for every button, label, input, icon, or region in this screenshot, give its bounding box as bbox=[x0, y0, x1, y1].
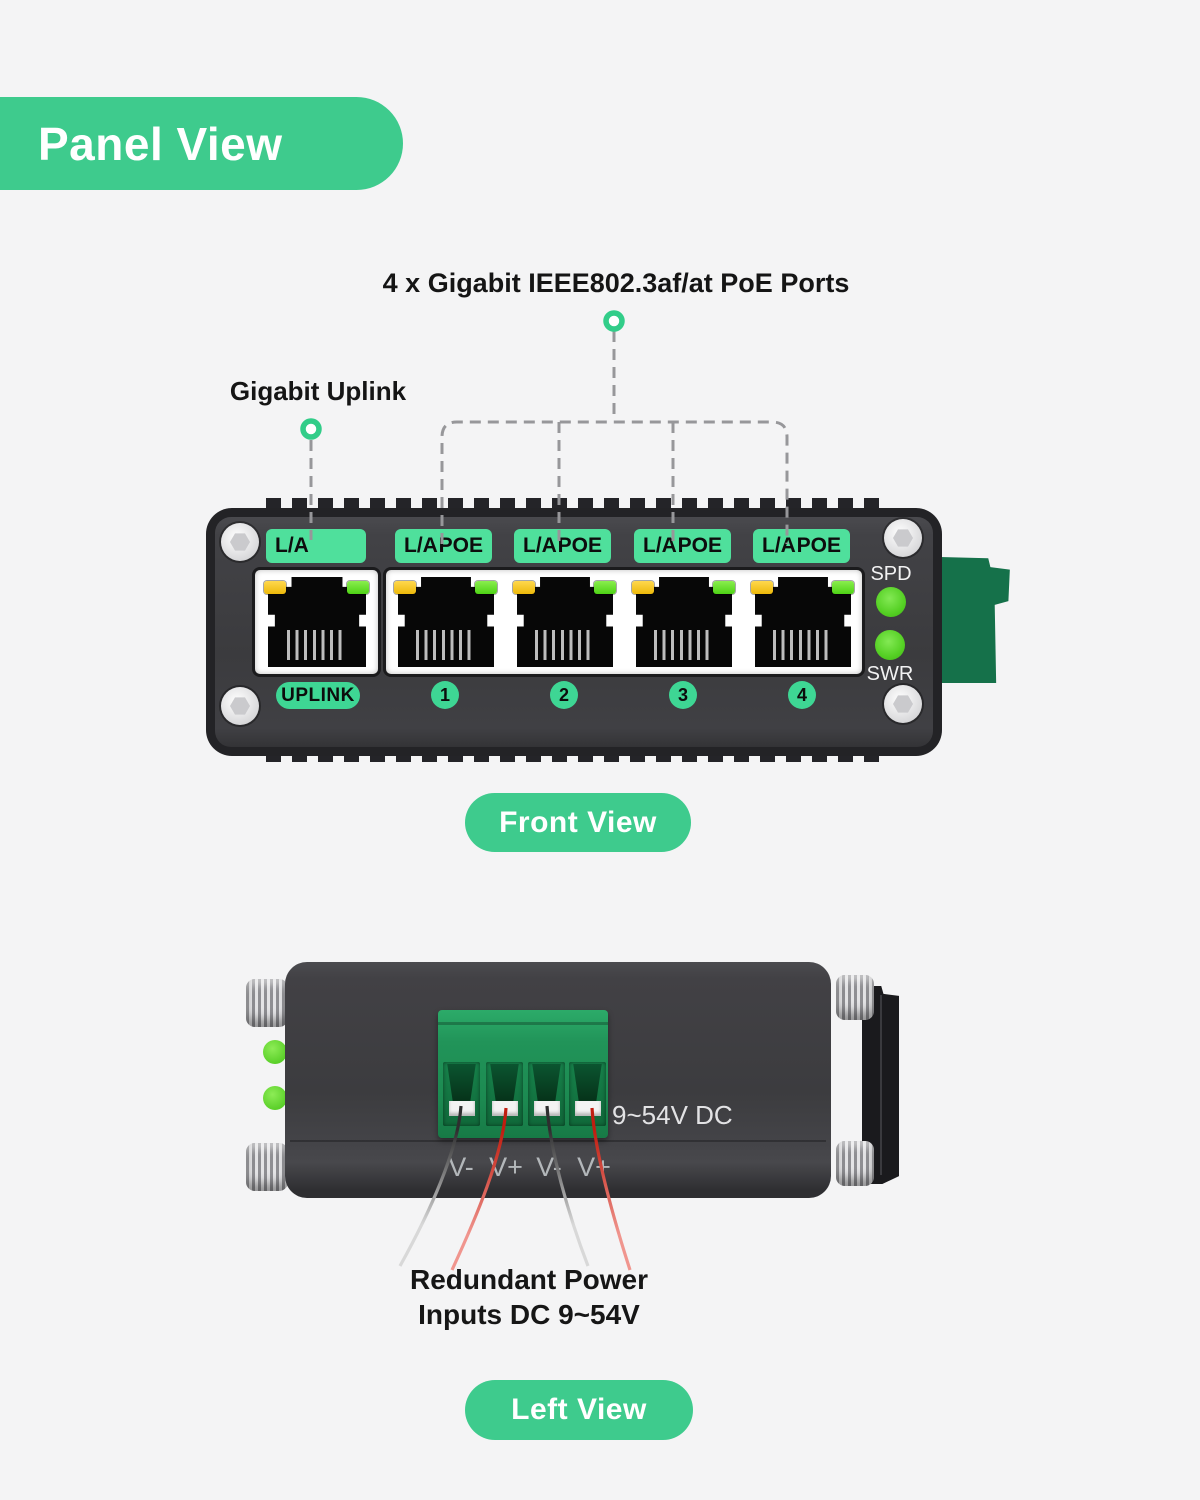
hex-socket-icon bbox=[893, 695, 913, 713]
hex-screw-icon bbox=[221, 687, 259, 725]
uplink-link-led-yellow bbox=[264, 581, 286, 594]
terminal-contact bbox=[574, 1101, 601, 1116]
uplink-annotation: Gigabit Uplink bbox=[229, 376, 407, 406]
uplink-la-label: L/A bbox=[275, 534, 309, 557]
hex-socket-icon bbox=[893, 529, 913, 547]
port2-la-label: L/A bbox=[523, 534, 557, 557]
port2-poe-label: POE bbox=[557, 534, 602, 557]
port2-poe-led-green bbox=[594, 581, 616, 594]
port2-link-led-yellow bbox=[513, 581, 535, 594]
port1-poe-led-green bbox=[475, 581, 497, 594]
hex-socket-icon bbox=[230, 533, 250, 551]
terminal-hole bbox=[447, 1064, 476, 1102]
terminal-hole bbox=[490, 1064, 519, 1102]
swr-led-icon bbox=[875, 630, 905, 660]
port4-label-strip: L/A POE bbox=[753, 529, 850, 563]
redundant-power-note-line1: Redundant Power bbox=[409, 1264, 648, 1295]
uplink-port-badge: UPLINK bbox=[276, 682, 360, 709]
terminal-slot-4 bbox=[569, 1062, 606, 1126]
port4-poe-label: POE bbox=[796, 534, 841, 557]
terminal-hole bbox=[573, 1064, 602, 1102]
hex-screw-icon bbox=[884, 685, 922, 723]
panel-view-badge-label: Panel View bbox=[38, 117, 283, 170]
redundant-power-note-line2: Inputs DC 9~54V bbox=[418, 1299, 640, 1330]
left-view-caption: Left View bbox=[511, 1393, 647, 1426]
uplink-port-badge-label: UPLINK bbox=[281, 684, 355, 706]
rj45-pins bbox=[654, 630, 714, 660]
port3-poe-label: POE bbox=[677, 534, 722, 557]
port2-number: 2 bbox=[558, 684, 569, 705]
terminal-slot-1 bbox=[443, 1062, 480, 1126]
spd-led-icon bbox=[876, 587, 906, 617]
port3-link-led-yellow bbox=[632, 581, 654, 594]
knurled-screw-icon bbox=[836, 975, 874, 1020]
dc-voltage-label: 9~54V DC bbox=[612, 1100, 733, 1130]
port3-la-label: L/A bbox=[643, 534, 677, 557]
terminal-slot-3 bbox=[528, 1062, 565, 1126]
swr-led-label: SWR bbox=[866, 663, 914, 685]
front-view-caption-pill: Front View bbox=[465, 793, 691, 852]
port1-link-led-yellow bbox=[394, 581, 416, 594]
terminal-hole bbox=[532, 1064, 561, 1102]
terminal-block-seam bbox=[438, 1022, 608, 1025]
knurled-screw-icon bbox=[836, 1141, 874, 1186]
annotation-dot-icon bbox=[300, 418, 322, 440]
terminal-slot-2 bbox=[486, 1062, 523, 1126]
hex-socket-icon bbox=[230, 697, 250, 715]
port1-number: 1 bbox=[439, 684, 450, 705]
rj45-pins bbox=[535, 630, 595, 660]
terminal-contact bbox=[491, 1101, 518, 1116]
front-view-caption: Front View bbox=[499, 805, 657, 839]
hex-screw-icon bbox=[221, 523, 259, 561]
uplink-label-strip: L/A bbox=[266, 529, 366, 563]
led-bump-icon bbox=[263, 1086, 287, 1110]
left-panel-seam bbox=[290, 1140, 826, 1142]
panel-view-badge: Panel View bbox=[0, 97, 403, 190]
terminal-contact bbox=[533, 1101, 560, 1116]
port1-label-strip: L/A POE bbox=[395, 529, 492, 563]
port3-poe-led-green bbox=[713, 581, 735, 594]
port4-number-badge: 4 bbox=[788, 681, 816, 709]
port3-number: 3 bbox=[677, 684, 688, 705]
terminal-polarity-label: V+ bbox=[577, 1152, 611, 1182]
knurled-screw-icon bbox=[246, 979, 288, 1027]
port4-la-label: L/A bbox=[762, 534, 796, 557]
port1-poe-label: POE bbox=[438, 534, 483, 557]
rj45-pins bbox=[773, 630, 833, 660]
port4-poe-led-green bbox=[832, 581, 854, 594]
annotation-dot-icon bbox=[603, 310, 625, 332]
port4-number: 4 bbox=[796, 684, 807, 705]
terminal-contact bbox=[448, 1101, 475, 1116]
port2-number-badge: 2 bbox=[550, 681, 578, 709]
led-bump-icon bbox=[263, 1040, 287, 1064]
hex-screw-icon bbox=[884, 519, 922, 557]
port2-label-strip: L/A POE bbox=[514, 529, 611, 563]
spd-led-label: SPD bbox=[870, 563, 912, 585]
port1-number-badge: 1 bbox=[431, 681, 459, 709]
rj45-pins bbox=[416, 630, 476, 660]
port4-link-led-yellow bbox=[751, 581, 773, 594]
poe-ports-annotation: 4 x Gigabit IEEE802.3af/at PoE Ports bbox=[382, 268, 850, 298]
port1-la-label: L/A bbox=[404, 534, 438, 557]
din-rail-edge-highlight bbox=[880, 995, 882, 1175]
port3-label-strip: L/A POE bbox=[634, 529, 731, 563]
port3-number-badge: 3 bbox=[669, 681, 697, 709]
left-view-caption-pill: Left View bbox=[465, 1380, 693, 1440]
knurled-screw-icon bbox=[246, 1143, 288, 1191]
side-terminal-block-edge bbox=[940, 557, 1010, 683]
uplink-act-led-green bbox=[347, 581, 369, 594]
rj45-pins bbox=[287, 630, 347, 660]
